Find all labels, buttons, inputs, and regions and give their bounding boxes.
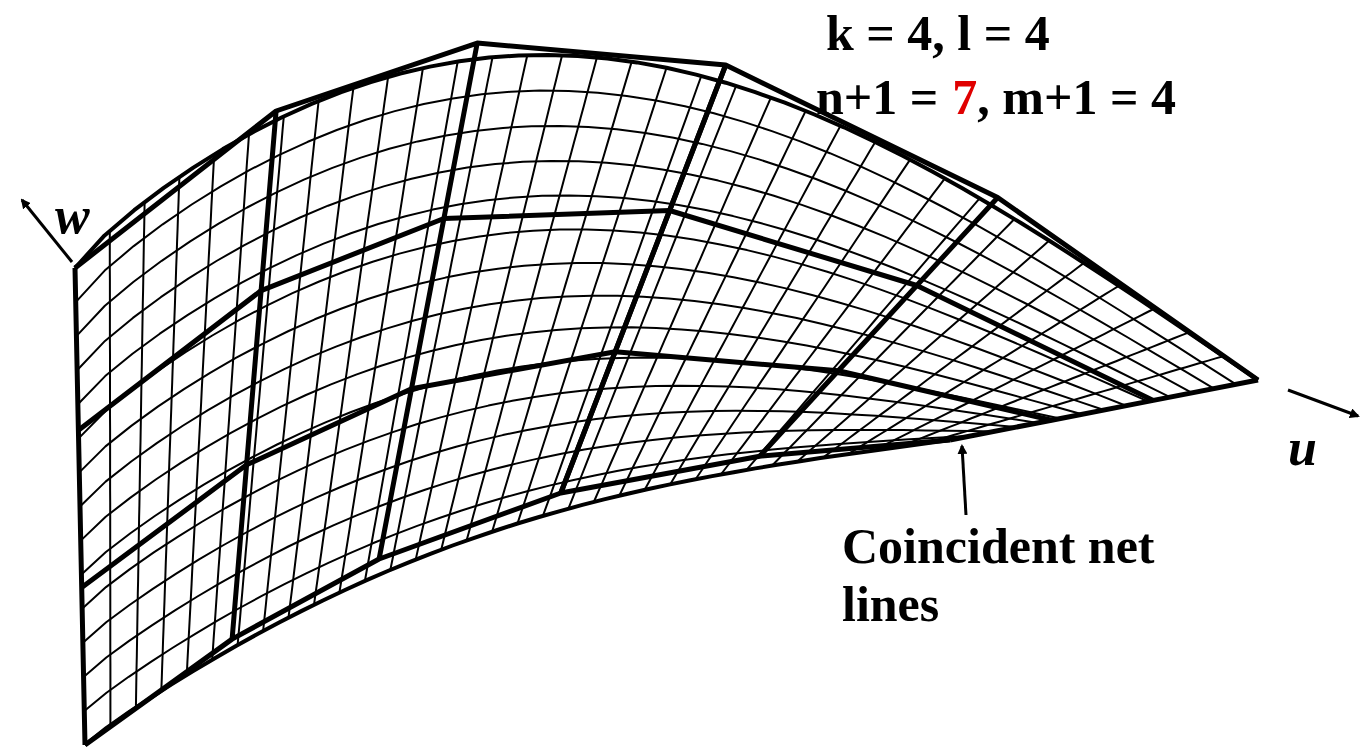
control-net-line	[379, 43, 477, 559]
control-net-line	[561, 65, 726, 493]
surface-boundary	[85, 440, 950, 745]
label-text: Coincident net lines	[842, 518, 1162, 633]
surface-line	[75, 268, 85, 745]
parameter-row: n+1 = 7, m+1 = 4	[816, 70, 1176, 125]
u-axis-arrow	[1288, 390, 1358, 416]
control-net-line	[78, 211, 1153, 431]
surface-line	[78, 195, 1170, 404]
surface-line	[950, 380, 1258, 440]
control-net-line	[760, 198, 998, 457]
surface-boundary	[75, 55, 1258, 380]
label-text: , m+1 = 4	[977, 70, 1176, 125]
surface-line	[82, 386, 1038, 609]
label-text: u	[1288, 422, 1317, 474]
control-net-line	[561, 65, 726, 493]
surface-mesh	[75, 43, 1258, 745]
label-text: n+1 =	[816, 70, 938, 125]
label-text: w	[55, 190, 90, 242]
label-text: k = 4, l = 4	[826, 6, 1050, 61]
surface-line	[77, 161, 1192, 393]
leader-line	[962, 446, 966, 515]
label-text: 7	[952, 70, 977, 125]
control-net-line	[75, 268, 85, 745]
control-net-line	[75, 43, 1258, 380]
surface-line	[79, 263, 1126, 472]
control-net-line	[950, 380, 1258, 440]
control-net-line	[232, 111, 276, 639]
